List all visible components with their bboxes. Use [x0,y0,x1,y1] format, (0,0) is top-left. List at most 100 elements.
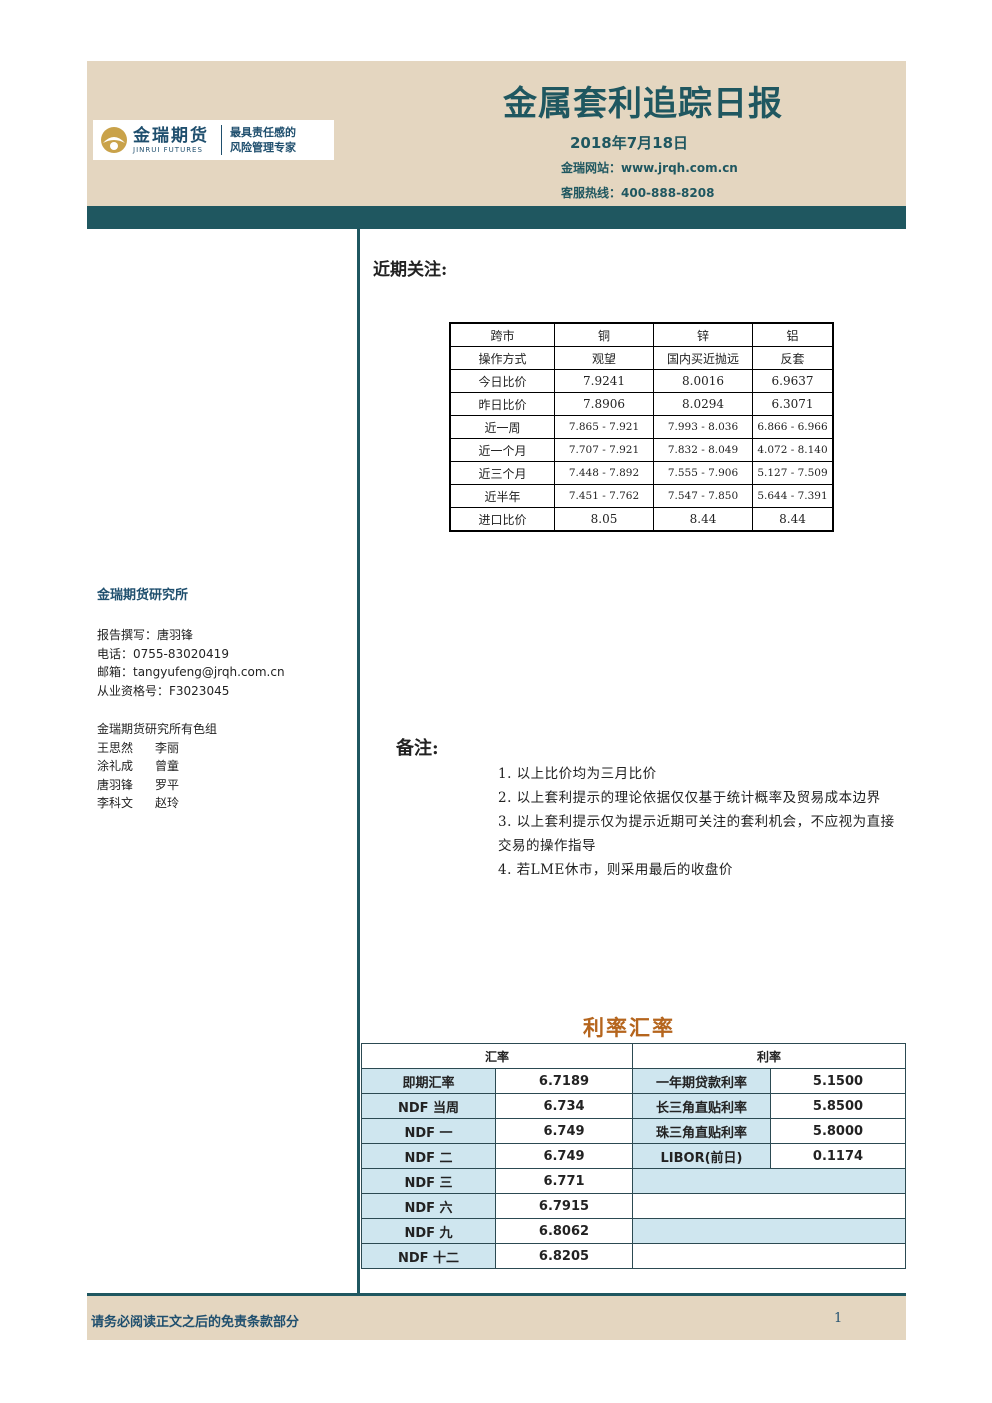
report-title: 金属套利追踪日报 [503,84,783,124]
table-cell: 7.993 - 8.036 [653,415,753,439]
empty-cell [632,1218,906,1244]
fx-label: NDF 九 [361,1218,496,1244]
fx-value: 6.7915 [495,1193,633,1219]
table-cell: 跨市 [449,322,555,347]
service-hotline: 客服热线：400-888-8208 [561,186,715,200]
fx-value: 6.8062 [495,1218,633,1244]
ir-label: LIBOR(前日) [632,1143,771,1169]
table-cell: 国内买近抛远 [653,346,753,370]
table-cell: 7.9241 [554,369,654,393]
fx-label: 即期汇率 [361,1068,496,1094]
note-item: 1. 以上比价均为三月比价 [498,766,657,782]
table-cell: 8.0294 [653,392,753,416]
table-cell: 8.0016 [653,369,753,393]
ir-value: 5.8000 [770,1118,906,1144]
table-row: 操作方式观望国内买近抛远反套 [449,346,834,370]
team-member: 涂礼成 [97,759,134,773]
notes-title: 备注: [396,738,439,759]
ir-value: 5.1500 [770,1068,906,1094]
table-cell: 8.44 [752,507,834,532]
team-member: 曾童 [155,759,180,773]
fx-value: 6.8205 [495,1243,633,1269]
fx-value: 6.771 [495,1168,633,1194]
table-cell: 7.555 - 7.906 [653,461,753,485]
ir-label: 长三角直贴利率 [632,1093,771,1119]
fx-value: 6.749 [495,1143,633,1169]
table-cell: 7.451 - 7.762 [554,484,654,508]
license-line: 从业资格号：F3023045 [97,683,230,698]
note-item: 3. 以上套利提示仅为提示近期可关注的套利机会，不应视为直接交易的操作指导 [498,814,895,854]
team-member: 李丽 [155,740,180,755]
table-cell: 近半年 [449,484,555,508]
fx-value: 6.734 [495,1093,633,1119]
table-cell: 8.05 [554,507,654,532]
fx-label: NDF 当周 [361,1093,496,1119]
logo-english-name: JINRUI FUTURES [133,145,203,154]
fx-header: 汇率 [361,1043,633,1069]
table-cell: 铝 [752,322,834,347]
ir-value: 5.8500 [770,1093,906,1119]
team-row: 唐羽锋罗平 [97,776,217,795]
table-cell: 7.832 - 8.049 [653,438,753,462]
team-list: 金瑞期货研究所有色组 王思然 李丽 涂礼成 曾童 唐羽锋罗平 李科文 赵玲 [97,720,217,813]
email-line[interactable]: 邮箱：tangyufeng@jrqh.com.cn [97,665,285,679]
note-item: 4. 若LME休市，则采用最后的收盘价 [498,862,733,878]
table-cell: 7.865 - 7.921 [554,415,654,439]
team-member: 罗平 [155,777,180,792]
table-cell: 今日比价 [449,369,555,393]
team-row: 涂礼成 曾童 [97,757,217,776]
empty-cell [632,1193,906,1219]
rates-header-row: 汇率 利率 [361,1043,906,1069]
note-item: 2. 以上套利提示的理论依据仅仅基于统计概率及贸易成本边界 [498,790,881,806]
ir-value: 0.1174 [770,1143,906,1169]
table-cell: 4.072 - 8.140 [752,438,834,462]
website-link[interactable]: 金瑞网站：www.jrqh.com.cn [561,161,738,175]
table-cell: 近一个月 [449,438,555,462]
table-cell: 5.127 - 7.509 [752,461,834,485]
table-cell: 操作方式 [449,346,555,370]
team-member: 赵玲 [155,796,180,810]
logo-name: 金瑞期货 [133,125,209,146]
team-title: 金瑞期货研究所有色组 [97,722,218,736]
ir-label: 一年期贷款利率 [632,1068,771,1094]
footer-band [87,1296,906,1340]
fx-label: NDF 六 [361,1193,496,1219]
institute-name: 金瑞期货研究所 [97,588,189,603]
fx-label: NDF 一 [361,1118,496,1144]
table-cell: 铜 [554,322,654,347]
ir-label: 珠三角直贴利率 [632,1118,771,1144]
team-member: 王思然 [97,740,134,755]
author-line: 报告撰写：唐羽锋 [97,628,194,642]
focus-section-title: 近期关注: [373,260,448,280]
table-cell: 近三个月 [449,461,555,485]
fx-value: 6.7189 [495,1068,633,1094]
table-cell: 进口比价 [449,507,555,532]
table-cell: 7.8906 [554,392,654,416]
notes-list: 1. 以上比价均为三月比价 2. 以上套利提示的理论依据仅仅基于统计概率及贸易成… [498,762,908,882]
column-divider [357,229,360,1293]
fx-value: 6.749 [495,1118,633,1144]
table-cell: 7.707 - 7.921 [554,438,654,462]
logo-divider [221,125,222,155]
table-cell: 观望 [554,346,654,370]
table-header-row: 跨市铜锌铝 [449,322,834,347]
table-cell: 7.448 - 7.892 [554,461,654,485]
header-divider-bar [87,206,906,229]
table-cell: 6.866 - 6.966 [752,415,834,439]
table-cell: 近一周 [449,415,555,439]
ir-header: 利率 [632,1043,906,1069]
team-member: 李科文 [97,796,134,810]
team-row: 李科文 赵玲 [97,794,217,813]
table-cell: 7.547 - 7.850 [653,484,753,508]
